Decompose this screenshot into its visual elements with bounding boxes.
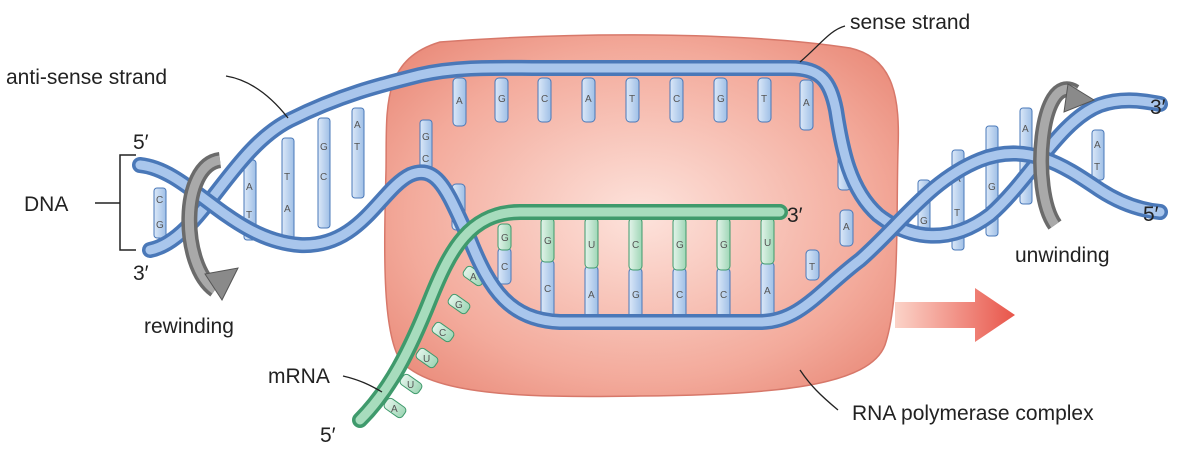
base-letter: C bbox=[544, 284, 551, 295]
dna-label: DNA bbox=[24, 193, 68, 216]
base-letter: C bbox=[720, 290, 727, 301]
base-letter: C bbox=[501, 262, 508, 273]
rewinding-label: rewinding bbox=[144, 315, 234, 338]
base-letter: A bbox=[391, 404, 398, 415]
unwinding-label: unwinding bbox=[1015, 244, 1110, 267]
base-letter: G bbox=[455, 300, 463, 311]
base-letter: A bbox=[354, 120, 361, 131]
mrna-5prime-label: 5′ bbox=[320, 424, 336, 446]
base-letter: A bbox=[585, 94, 592, 105]
mrna-3prime-label: 3′ bbox=[787, 204, 803, 227]
base-letter: T bbox=[284, 172, 290, 183]
sense-strand-label: sense strand bbox=[850, 11, 970, 34]
base-letter: U bbox=[423, 354, 430, 365]
base-letter: C bbox=[422, 154, 429, 165]
base-letter: G bbox=[717, 94, 725, 105]
base-letter: A bbox=[803, 98, 810, 109]
base-letter: C bbox=[673, 94, 680, 105]
base-letter: G bbox=[632, 290, 640, 301]
base-letter: G bbox=[920, 216, 928, 227]
base-letter: C bbox=[156, 195, 163, 206]
base-letter: A bbox=[1022, 124, 1029, 135]
base-letter: T bbox=[761, 94, 767, 105]
base-letter: T bbox=[809, 262, 815, 273]
base-letter: A bbox=[843, 222, 850, 233]
base-letter: G bbox=[676, 240, 684, 251]
base-letter: G bbox=[720, 240, 728, 251]
right-5prime-label: 5′ bbox=[1143, 203, 1159, 226]
base-letter: A bbox=[284, 204, 291, 215]
base-letter: T bbox=[629, 94, 635, 105]
base-letter: G bbox=[320, 142, 328, 153]
base-letter: A bbox=[1094, 140, 1101, 151]
base-letter: C bbox=[320, 172, 327, 183]
dna-5prime-label: 5′ bbox=[133, 131, 149, 154]
base-letter: T bbox=[954, 208, 960, 219]
base-letter: T bbox=[1094, 162, 1100, 173]
right-3prime-label: 3′ bbox=[1150, 96, 1166, 119]
base-letter: A bbox=[588, 290, 595, 301]
rna-polymerase-complex-label: RNA polymerase complex bbox=[852, 402, 1094, 425]
base-letter: C bbox=[676, 290, 683, 301]
dna-3prime-label: 3′ bbox=[133, 262, 149, 285]
base-letter: C bbox=[541, 94, 548, 105]
base-letter: U bbox=[407, 380, 414, 391]
base-letter: G bbox=[156, 220, 164, 231]
base-letter: A bbox=[470, 272, 477, 283]
leader-anti-sense bbox=[226, 76, 288, 118]
base-letter: G bbox=[498, 94, 506, 105]
anti-sense-strand-label: anti-sense strand bbox=[6, 66, 167, 89]
base-letter: U bbox=[764, 238, 771, 249]
base-pair-rung bbox=[282, 138, 294, 240]
dna-bracket bbox=[95, 155, 136, 250]
base-letter: U bbox=[588, 240, 595, 251]
base-letter: G bbox=[544, 236, 552, 247]
base-letter: G bbox=[501, 233, 509, 244]
base-letter: G bbox=[988, 182, 996, 193]
base-letter: T bbox=[354, 142, 360, 153]
base-letter: A bbox=[246, 182, 253, 193]
base-letter: C bbox=[439, 328, 446, 339]
base-letter: C bbox=[632, 240, 639, 251]
base-letter: A bbox=[456, 96, 463, 107]
direction-arrow bbox=[895, 288, 1015, 342]
mrna-label: mRNA bbox=[268, 365, 330, 388]
base-letter: A bbox=[764, 286, 771, 297]
base-letter: G bbox=[422, 132, 430, 143]
